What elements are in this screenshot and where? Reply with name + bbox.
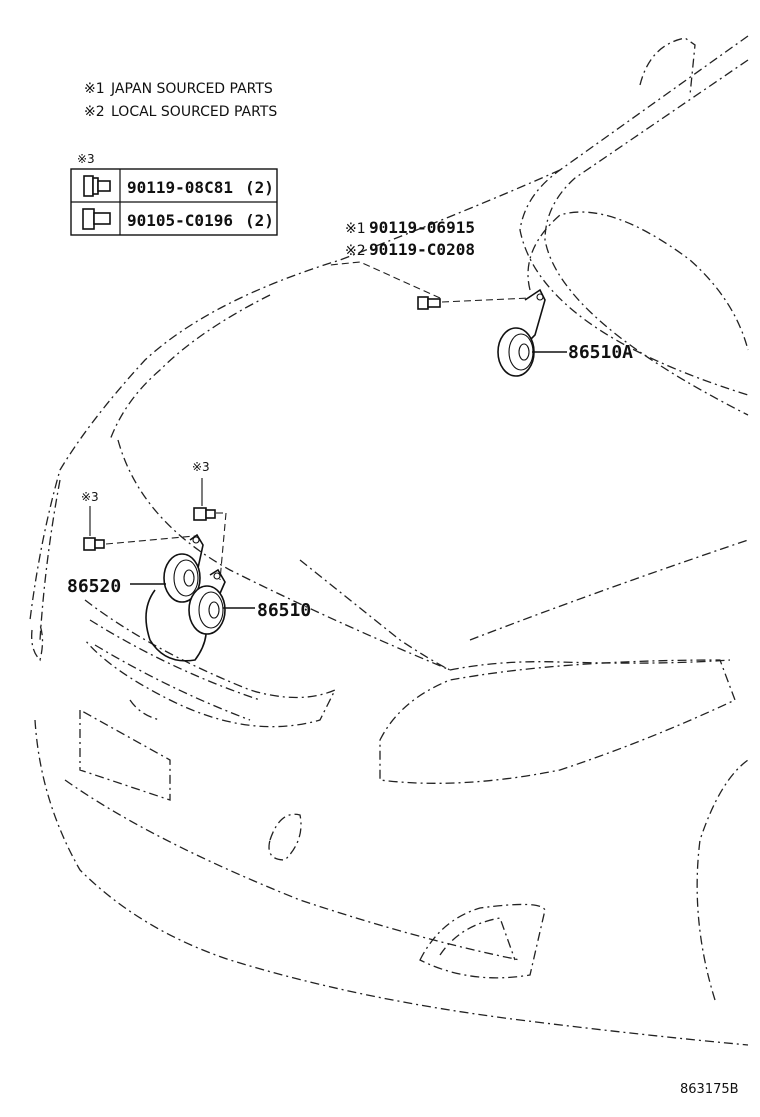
hood-inner-line bbox=[544, 59, 749, 416]
bolt-local-part: 90119-C0208 bbox=[369, 240, 475, 259]
bolt-left-b-mark: ※3 bbox=[81, 490, 99, 504]
horn-86520: 86520 bbox=[67, 533, 204, 603]
fog-light-left bbox=[268, 813, 302, 861]
grille-slat-2 bbox=[94, 644, 251, 721]
bolt-japan-part: 90119-06915 bbox=[369, 218, 475, 237]
horn-86510-body bbox=[188, 585, 226, 635]
fender-line bbox=[469, 539, 749, 641]
side-marker bbox=[31, 624, 44, 662]
bolt-upper-shank bbox=[427, 298, 441, 308]
wiper-outline bbox=[639, 37, 696, 96]
note-1-text: JAPAN SOURCED PARTS bbox=[110, 81, 273, 97]
hood-crease-line bbox=[109, 294, 271, 441]
horn-86520-body bbox=[163, 553, 201, 603]
fastener-row-1-part: 90119-08C81 bbox=[127, 178, 233, 197]
fastener-row-1-qty: (2) bbox=[245, 178, 274, 197]
bumper-bottom-line bbox=[34, 719, 749, 1046]
grille-bottom-tick bbox=[129, 699, 161, 721]
headlamp-top-line bbox=[449, 659, 731, 671]
horn-86510-label: 86510 bbox=[257, 600, 311, 621]
note-2-mark: ※2 bbox=[84, 104, 105, 120]
note-1-mark: ※1 bbox=[84, 81, 105, 97]
hood-edge-line bbox=[519, 35, 749, 396]
grille-lower-line bbox=[84, 599, 337, 728]
fog-light-right bbox=[419, 903, 546, 979]
horn-86510-shroud bbox=[145, 589, 208, 662]
bolt-japan-mark: ※1 bbox=[345, 221, 366, 237]
bolt-left-b: ※3 bbox=[81, 490, 196, 551]
fastener-row-2-qty: (2) bbox=[245, 211, 274, 230]
grille-top-line bbox=[117, 439, 451, 671]
bolt-left-a-mark: ※3 bbox=[192, 460, 210, 474]
front-corner-line bbox=[39, 479, 61, 641]
bolt-upper: ※1 90119-06915 ※2 90119-C0208 bbox=[329, 218, 531, 310]
flange-bolt-icon bbox=[83, 175, 111, 197]
headlamp-outline bbox=[379, 659, 736, 784]
horn-86520-label: 86520 bbox=[67, 576, 121, 597]
license-plate-area bbox=[79, 708, 171, 801]
horn-86510-bracket bbox=[209, 568, 226, 599]
fastener-table: ※3 90119-08C81 (2) 90105-C0196 (2) bbox=[70, 152, 278, 236]
bolt-local-mark: ※2 bbox=[345, 243, 366, 259]
hex-bolt-icon bbox=[82, 208, 111, 230]
hood-front-curve bbox=[29, 169, 561, 621]
car-body-outline bbox=[29, 35, 749, 1046]
wheel-arch-line bbox=[696, 759, 749, 1001]
hood-lower-crease bbox=[299, 559, 451, 671]
source-notes: ※1 JAPAN SOURCED PARTS ※2 LOCAL SOURCED … bbox=[84, 81, 277, 120]
fastener-row-2-part: 90105-C0196 bbox=[127, 211, 233, 230]
bumper-mid-line bbox=[64, 779, 521, 961]
horn-86510a: 86510A bbox=[497, 288, 633, 377]
bolt-left-a: ※3 bbox=[192, 460, 227, 581]
horn-86510a-label: 86510A bbox=[568, 342, 633, 363]
fender-inner-line bbox=[527, 211, 749, 351]
grille-slat-1 bbox=[89, 619, 261, 701]
horn-86510: 86510 bbox=[145, 568, 311, 662]
fog-light-right-inner bbox=[439, 917, 516, 961]
fastener-table-mark: ※3 bbox=[77, 152, 95, 166]
bolt-upper-head bbox=[417, 296, 429, 310]
note-2-text: LOCAL SOURCED PARTS bbox=[111, 104, 277, 120]
diagram-id: 863175B bbox=[680, 1082, 739, 1097]
bolt-upper-leader bbox=[329, 261, 441, 299]
